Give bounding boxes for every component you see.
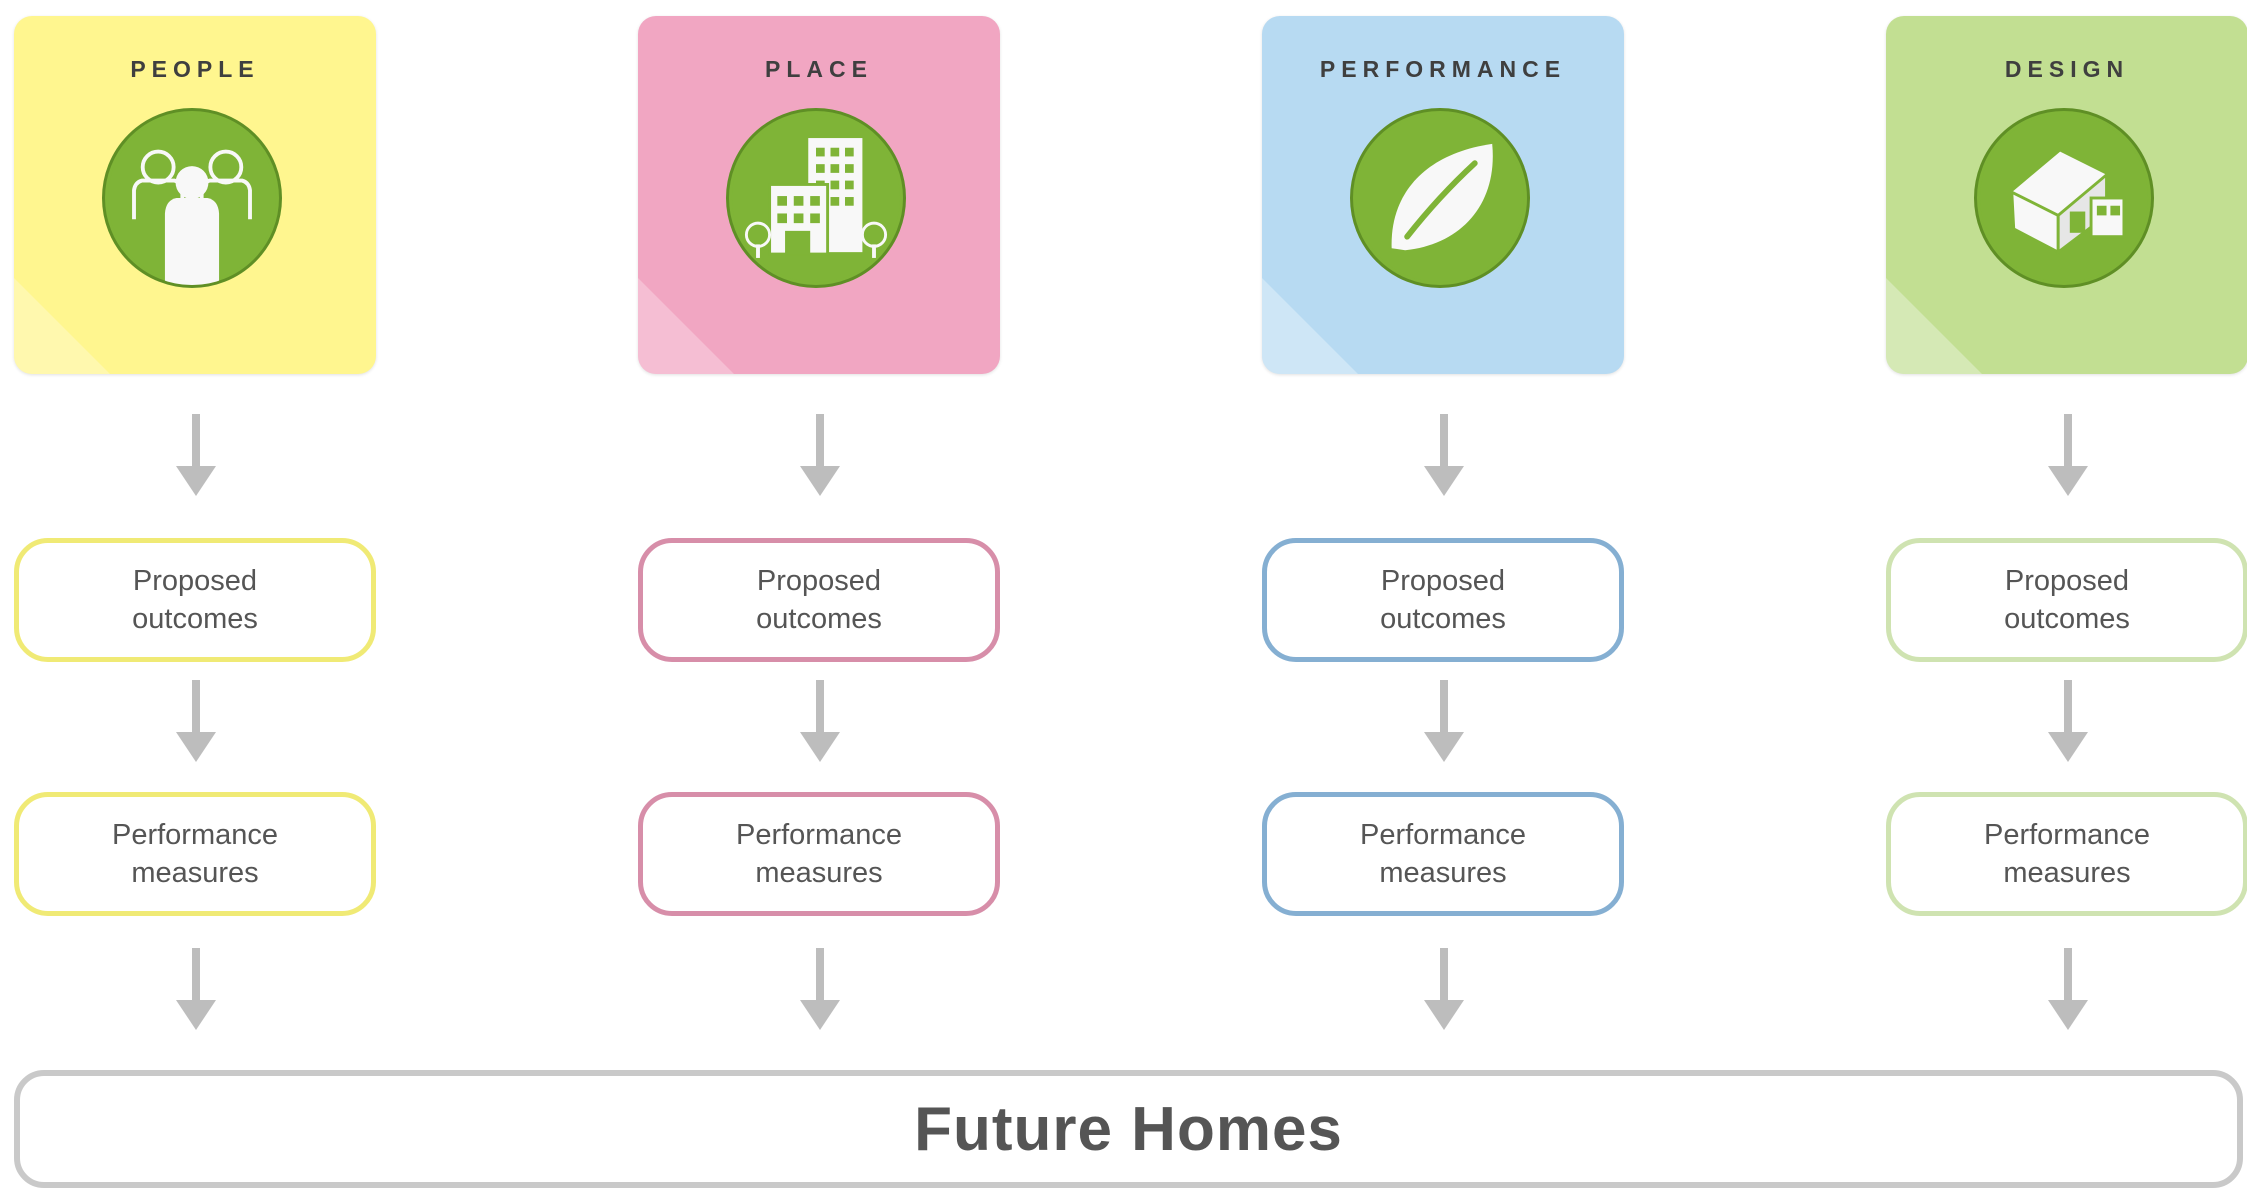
down-arrow-icon [1886,680,2247,770]
down-arrow-icon [1886,948,2247,1038]
future-homes-box: Future Homes [14,1070,2243,1188]
column-design: DESIGN Proposed outcomes Performa [1886,0,2247,1060]
house-icon [1974,108,2154,288]
proposed-outcomes-box: Proposed outcomes [1886,538,2247,662]
performance-measures-box: Performance measures [1262,792,1624,916]
buildings-icon [726,108,906,288]
down-arrow-icon [14,680,378,770]
down-arrow-icon [1262,948,1626,1038]
column-people: PEOPLE Proposed outcomes [14,0,378,1060]
down-arrow-icon [638,414,1002,504]
card-title-people: PEOPLE [130,56,260,82]
proposed-outcomes-box: Proposed outcomes [638,538,1000,662]
performance-measures-box: Performance measures [14,792,376,916]
performance-card: PERFORMANCE [1262,16,1624,374]
future-homes-label: Future Homes [914,1094,1343,1164]
proposed-outcomes-box: Proposed outcomes [14,538,376,662]
design-card: DESIGN [1886,16,2247,374]
card-title-performance: PERFORMANCE [1319,56,1567,82]
leaf-icon [1350,108,1530,288]
column-performance: PERFORMANCE Proposed outcomes Performanc… [1262,0,1626,1060]
performance-measures-box: Performance measures [1886,792,2247,916]
down-arrow-icon [1262,680,1626,770]
card-title-design: DESIGN [2004,56,2130,82]
down-arrow-icon [638,948,1002,1038]
card-title-place: PLACE [765,56,873,82]
down-arrow-icon [14,414,378,504]
place-card: PLACE [638,16,1000,374]
down-arrow-icon [14,948,378,1038]
down-arrow-icon [638,680,1002,770]
performance-measures-box: Performance measures [638,792,1000,916]
down-arrow-icon [1262,414,1626,504]
down-arrow-icon [1886,414,2247,504]
people-group-icon [102,108,282,288]
proposed-outcomes-box: Proposed outcomes [1262,538,1624,662]
people-card: PEOPLE [14,16,376,374]
column-place: PLACE [638,0,1002,1060]
